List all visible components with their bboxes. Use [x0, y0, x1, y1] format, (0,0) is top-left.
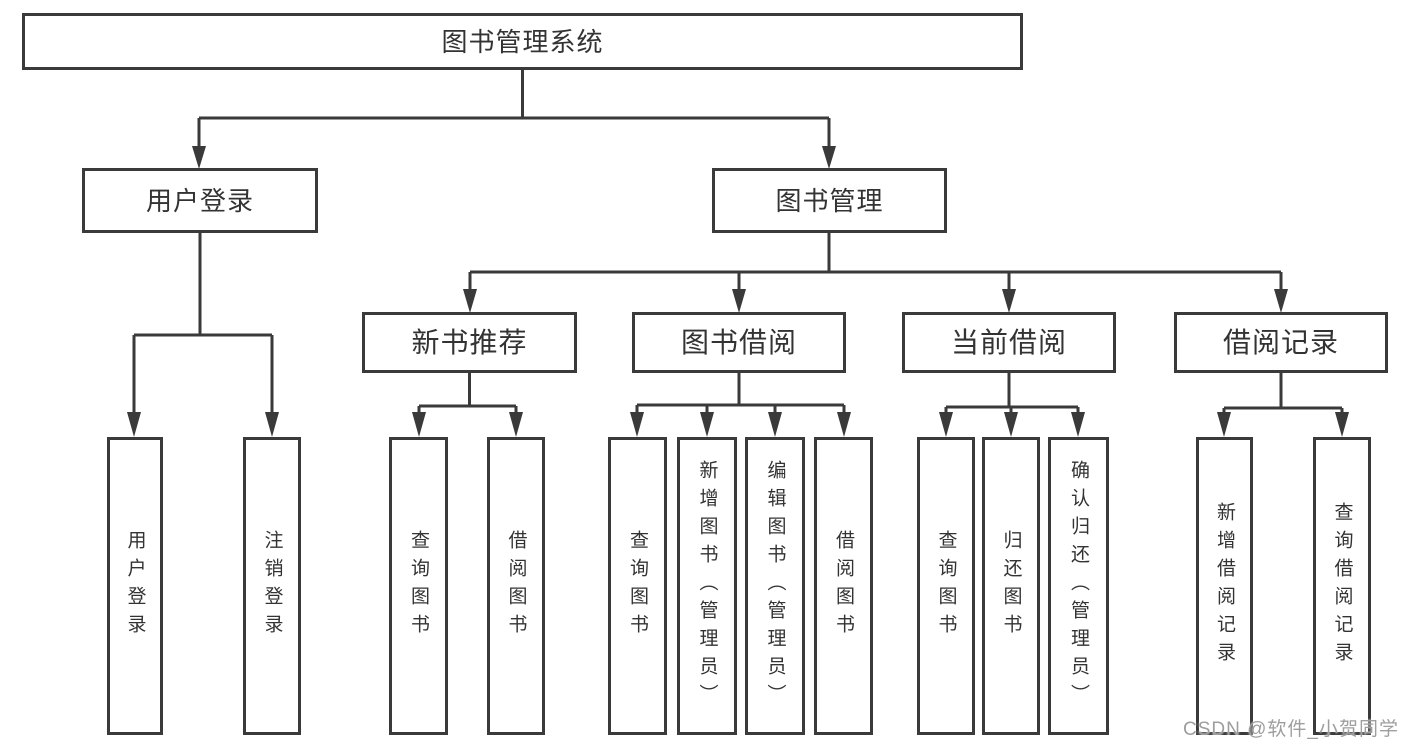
node-label: 图书管理: [775, 185, 884, 216]
csdn-watermark: CSDN @软件_小贺同学: [1183, 719, 1399, 740]
node-label: 确认归还（管理员）: [1068, 460, 1089, 712]
node-label: 查询借阅记录: [1331, 502, 1353, 670]
leaf-borrow-books-borrowing: 借阅图书: [814, 437, 873, 735]
leaf-edit-books-admin: 编辑图书（管理员）: [745, 437, 805, 735]
leaf-add-books-admin: 新增图书（管理员）: [677, 437, 737, 735]
node-label: 借阅图书: [833, 530, 854, 642]
leaf-return-books: 归还图书: [982, 437, 1040, 735]
node-label: 图书管理系统: [441, 26, 604, 57]
node-label: 新增借阅记录: [1214, 502, 1235, 670]
node-label: 图书借阅: [680, 326, 797, 358]
node-label: 用户登录: [145, 185, 254, 216]
node-label: 借阅记录: [1222, 326, 1339, 358]
node-new-book-recommendation: 新书推荐: [362, 312, 577, 373]
leaf-borrow-books-recommend: 借阅图书: [487, 437, 545, 735]
node-book-borrowing: 图书借阅: [632, 312, 846, 373]
node-borrowing-records: 借阅记录: [1174, 312, 1388, 373]
node-label: 查询图书: [935, 530, 957, 642]
node-root-library-system: 图书管理系统: [22, 13, 1023, 70]
node-user-login: 用户登录: [82, 168, 318, 233]
leaf-query-books-current: 查询图书: [917, 437, 975, 735]
leaf-query-borrow-record: 查询借阅记录: [1313, 437, 1371, 735]
node-label: 新书推荐: [411, 326, 528, 358]
node-label: 借阅图书: [505, 530, 527, 642]
node-label: 编辑图书（管理员）: [764, 460, 786, 712]
leaf-user-login: 用户登录: [107, 437, 163, 735]
node-label: 注销登录: [261, 530, 283, 642]
node-book-management: 图书管理: [712, 168, 947, 233]
leaf-confirm-return-admin: 确认归还（管理员）: [1048, 437, 1109, 735]
node-current-borrowing: 当前借阅: [902, 312, 1116, 373]
leaf-query-books-borrowing: 查询图书: [608, 437, 667, 735]
node-label: 新增图书（管理员）: [696, 460, 718, 712]
leaf-query-books-recommend: 查询图书: [389, 437, 448, 735]
node-label: 查询图书: [627, 530, 648, 642]
node-label: 查询图书: [408, 530, 429, 642]
node-label: 归还图书: [1000, 530, 1022, 642]
node-label: 当前借阅: [950, 326, 1067, 358]
leaf-logout: 注销登录: [243, 437, 301, 735]
leaf-add-borrow-record: 新增借阅记录: [1196, 437, 1253, 735]
node-label: 用户登录: [124, 530, 146, 642]
